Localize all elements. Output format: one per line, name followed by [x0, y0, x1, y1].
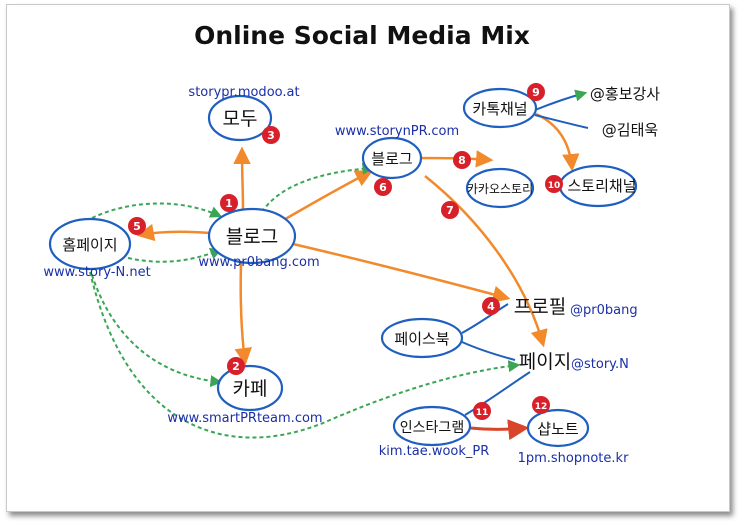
badge-2: 2	[227, 357, 245, 375]
edge-blog-cafe	[234, 262, 252, 366]
edge-instagram-fbpage	[464, 371, 531, 416]
node-facebook-ellipse[interactable]	[380, 317, 464, 359]
node-facebook-label: 페이스북	[394, 330, 449, 348]
node-homepage-ellipse[interactable]	[48, 217, 132, 271]
url-modoo[interactable]: storypr.modoo.at	[188, 85, 299, 100]
node-shopnote-label: 샵노트	[537, 420, 579, 438]
svg-text:4: 4	[487, 300, 495, 313]
badge-10: 10	[545, 175, 563, 193]
edge-homepage-blog-green-bottom	[127, 247, 223, 263]
url-homepage[interactable]: www.story-N.net	[43, 265, 150, 280]
edge-kakaochannel-lecturer	[534, 89, 588, 111]
node-kakaostory-ellipse[interactable]	[465, 167, 535, 209]
edge-blog-profile	[292, 242, 511, 303]
svg-text:6: 6	[379, 181, 387, 194]
edge-naverblog-kakaostory	[412, 150, 494, 168]
edge-facebook-fbpage	[461, 341, 516, 361]
svg-text:1: 1	[225, 197, 233, 210]
svg-text:7: 7	[446, 204, 454, 217]
svg-text:11: 11	[476, 408, 489, 418]
badge-12: 12	[532, 396, 550, 414]
url-blog[interactable]: www.pr0bang.com	[198, 255, 319, 270]
badge-5: 5	[128, 217, 146, 235]
url-shopnote[interactable]: 1pm.shopnote.kr	[518, 451, 629, 466]
edge-homepage-fbpage-green	[89, 271, 521, 439]
edge-homepage-cafe-green	[91, 274, 223, 388]
badge-8: 8	[453, 151, 471, 169]
badge-1: 1	[220, 194, 238, 212]
node-shopnote-ellipse[interactable]	[526, 408, 590, 448]
edge-instagram-shopnote	[469, 419, 530, 441]
svg-text:2: 2	[232, 360, 240, 373]
node-kakaochannel-label: 카톡채널	[472, 100, 527, 118]
svg-text:3: 3	[267, 129, 275, 142]
node-profile-label[interactable]: 프로필	[514, 296, 566, 318]
badge-3: 3	[262, 126, 280, 144]
svg-text:8: 8	[458, 154, 466, 167]
svg-text:10: 10	[548, 181, 561, 191]
svg-text:9: 9	[532, 86, 540, 99]
edge-blog-homepage	[136, 223, 211, 242]
badge-4: 4	[482, 297, 500, 315]
edge-facebook-profile	[461, 303, 509, 334]
node-blog-label: 블로그	[226, 226, 278, 248]
node-instagram-label: 인스타그램	[400, 420, 464, 436]
node-kakaostory-label: 카카오스토리	[467, 182, 533, 196]
node-modoo-ellipse[interactable]	[207, 94, 273, 142]
edge-blog-naverblog	[279, 170, 374, 224]
url-cafe[interactable]: www.smartPRteam.com	[167, 411, 322, 426]
edge-blog-naverblog-green	[261, 162, 375, 213]
node-instagram-ellipse[interactable]	[392, 405, 472, 447]
node-blog-ellipse[interactable]	[207, 207, 297, 265]
svg-text:5: 5	[133, 220, 141, 233]
url-fbpage[interactable]: @story.N	[571, 357, 629, 372]
node-lecturer-label: @홍보강사	[590, 85, 660, 103]
edge-homepage-blog-green-top	[91, 202, 223, 219]
badge-11: 11	[473, 402, 491, 420]
url-instagram[interactable]: kim.tae.wook_PR	[379, 444, 490, 459]
node-homepage-label: 홈페이지	[62, 236, 117, 254]
badge-6: 6	[374, 178, 392, 196]
node-storychannel-label: 스토리채널	[567, 177, 636, 195]
edge-naverblog-fbpage	[424, 175, 548, 348]
node-modoo-label: 모두	[223, 108, 258, 130]
url-naverblog[interactable]: www.storynPR.com	[335, 124, 459, 139]
node-kakaochannel-ellipse[interactable]	[462, 87, 538, 129]
badge-7: 7	[441, 201, 459, 219]
node-cafe-label: 카페	[233, 378, 268, 400]
svg-text:12: 12	[535, 402, 548, 412]
badge-9: 9	[527, 83, 545, 101]
node-kim-label: @김태욱	[602, 121, 658, 139]
diagram-frame	[6, 4, 730, 512]
node-naverblog-label: 블로그	[371, 150, 412, 168]
diagram-title: Online Social Media Mix	[194, 21, 530, 50]
node-naverblog-ellipse[interactable]	[361, 136, 423, 180]
node-fbpage-label[interactable]: 페이지	[519, 351, 571, 373]
node-cafe-ellipse[interactable]	[216, 364, 284, 412]
url-profile[interactable]: @pr0bang	[570, 303, 638, 318]
edge-blog-modoo	[233, 146, 251, 211]
edge-kakaochannel-kim	[534, 114, 589, 129]
